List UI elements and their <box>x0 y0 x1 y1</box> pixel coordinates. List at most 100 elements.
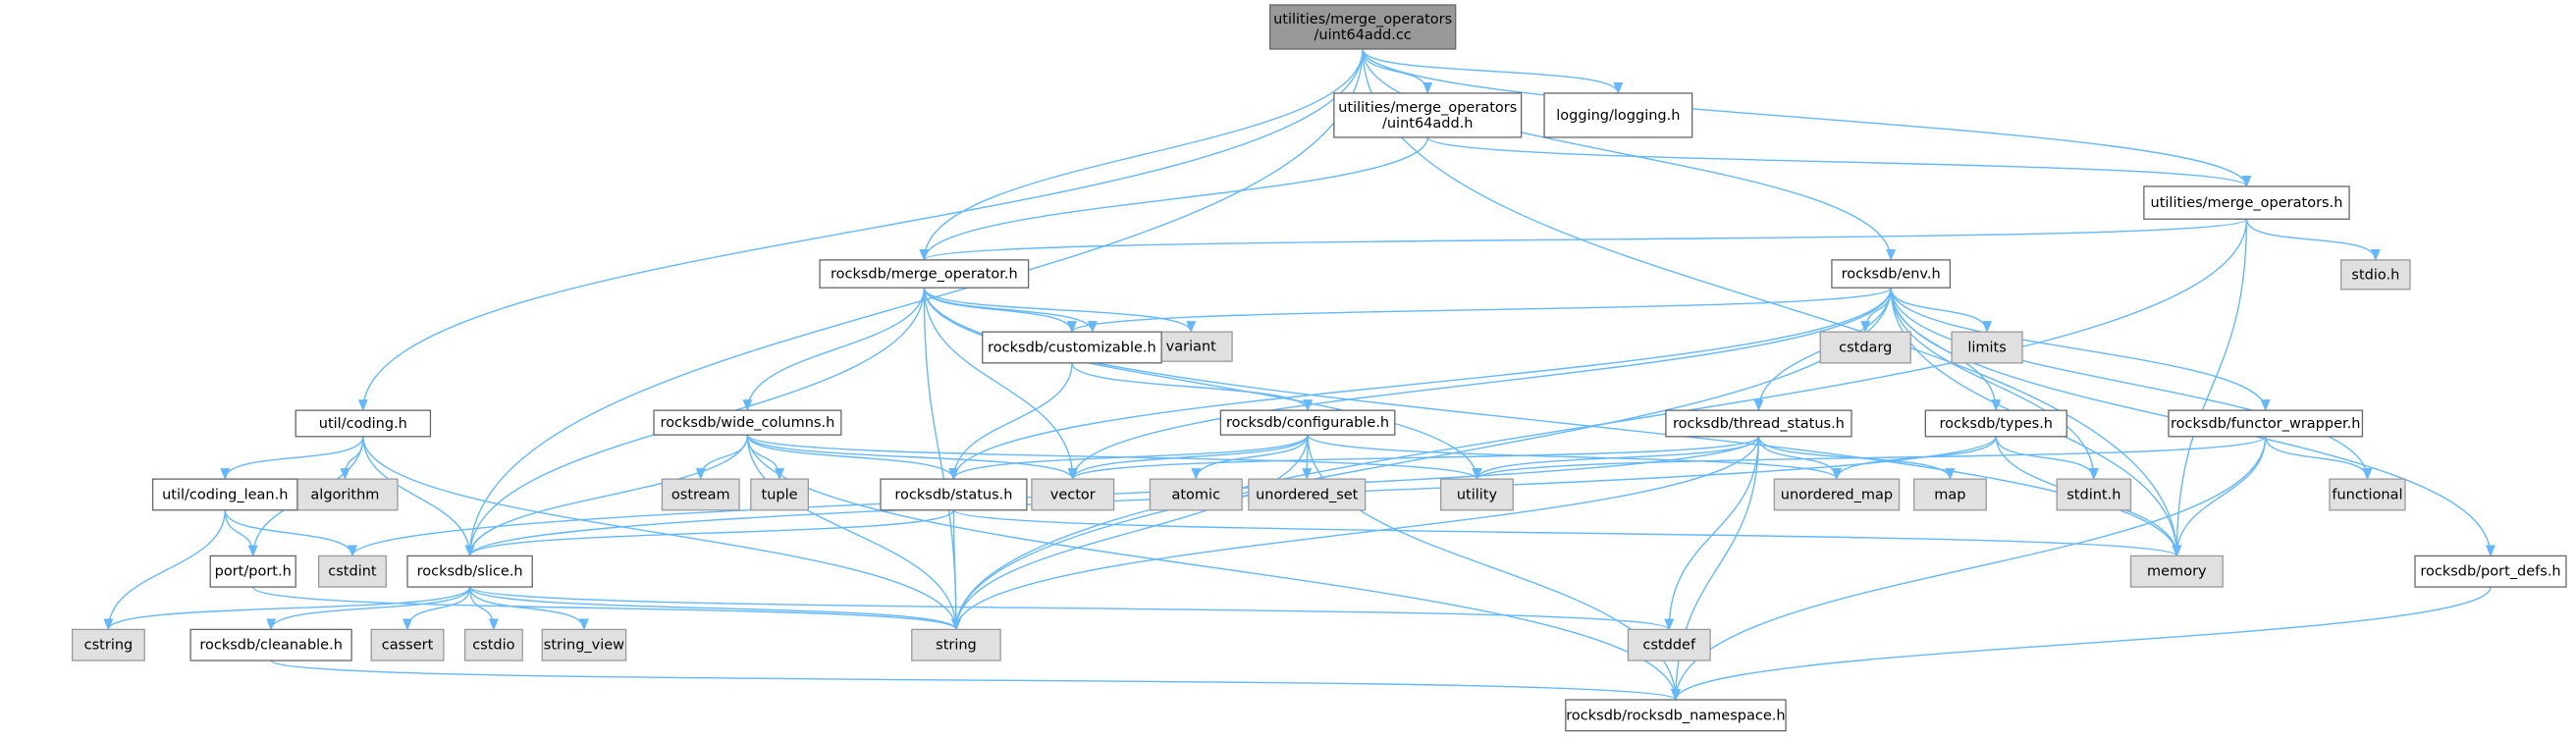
node-label: unordered_map <box>1781 487 1893 502</box>
node-label: stdio.h <box>2351 267 2399 283</box>
node-logging-h[interactable]: logging/logging.h <box>1543 92 1693 138</box>
edge-wide_columns_h-to-vector <box>746 434 1078 481</box>
node-box <box>880 478 1028 511</box>
edge-merge_operator_h-to-vector <box>923 288 1078 481</box>
node-cleanable-h[interactable]: rocksdb/cleanable.h <box>189 628 352 661</box>
node-ostream[interactable]: ostream <box>661 478 740 511</box>
node-map[interactable]: map <box>1912 478 1987 511</box>
node-thread-status-h[interactable]: rocksdb/thread_status.h <box>1665 409 1852 438</box>
node-label: cstring <box>84 638 134 654</box>
node-stdio-h[interactable]: stdio.h <box>2340 259 2411 290</box>
edge-merge_operators_h-to-stdio_h <box>2245 219 2381 261</box>
edge-env_h-to-functor_wrapper_h <box>1890 288 2271 412</box>
node-cstdio[interactable]: cstdio <box>463 628 523 661</box>
node-uint64add-h[interactable]: utilities/merge_operators/uint64add.h <box>1333 92 1523 138</box>
node-box <box>2168 409 2364 438</box>
node-atomic[interactable]: atomic <box>1149 478 1243 511</box>
node-box <box>2340 259 2411 290</box>
node-label: tuple <box>762 487 798 502</box>
edge-merge_operators_h-to-merge_operator_h <box>919 218 2248 261</box>
node-box <box>406 554 533 588</box>
node-box <box>370 628 445 661</box>
node-label: stdint.h <box>2066 487 2120 502</box>
node-functor-wrapper-h[interactable]: rocksdb/functor_wrapper.h <box>2168 409 2364 438</box>
node-coding-lean-h[interactable]: util/coding_lean.h <box>151 478 298 511</box>
node-label: unordered_set <box>1256 487 1359 502</box>
node-box <box>1149 478 1243 511</box>
edge-coding_lean_h-to-cstdint <box>224 509 357 557</box>
node-limits[interactable]: limits <box>1951 331 2023 364</box>
edge-thread_status_h-to-cstddef <box>1664 436 1760 631</box>
node-cstdarg[interactable]: cstdarg <box>1819 331 1911 364</box>
node-box <box>1543 92 1693 138</box>
node-memory[interactable]: memory <box>2129 554 2224 588</box>
node-configurable-h[interactable]: rocksdb/configurable.h <box>1219 409 1396 436</box>
edge-configurable_h-to-atomic <box>1191 435 1309 481</box>
node-box <box>295 409 432 438</box>
node-rocksdb-namespace-h[interactable]: rocksdb/rocksdb_namespace.h <box>1565 699 1787 732</box>
node-port-defs-h[interactable]: rocksdb/port_defs.h <box>2414 554 2567 588</box>
node-cstdint[interactable]: cstdint <box>318 554 387 588</box>
node-label: rocksdb/env.h <box>1842 267 1941 283</box>
node-label: memory <box>2147 564 2207 580</box>
node-label: map <box>1934 487 1965 502</box>
edge-wide_columns_h-to-slice_h <box>464 435 749 557</box>
edge-coding_h-to-slice_h <box>362 436 475 557</box>
edge-wide_columns_h-to-ostream <box>695 435 749 481</box>
edge-root-to-merge_operator_h <box>919 48 1364 261</box>
node-stdint-h[interactable]: stdint.h <box>2056 478 2132 511</box>
node-port-h[interactable]: port/port.h <box>209 554 296 588</box>
node-tuple[interactable]: tuple <box>750 478 809 511</box>
node-box <box>292 478 399 511</box>
edge-configurable_h-to-string <box>950 435 1309 631</box>
node-status-h[interactable]: rocksdb/status.h <box>880 478 1028 511</box>
node-box <box>1819 331 1911 364</box>
edge-wide_columns_h-to-status_h <box>746 434 959 481</box>
nodes-layer: utilities/merge_operators/uint64add.ccut… <box>71 4 2567 732</box>
node-coding-h[interactable]: util/coding.h <box>295 409 432 438</box>
edge-env_h-to-status_h <box>948 288 1892 481</box>
node-merge-operators-h[interactable]: utilities/merge_operators.h <box>2143 185 2350 220</box>
edge-merge_operator_h-to-wide_columns_h <box>742 288 926 412</box>
node-string[interactable]: string <box>911 628 1001 661</box>
edge-root-to-slice_h <box>464 48 1364 557</box>
node-cassert[interactable]: cassert <box>370 628 445 661</box>
node-label: /uint64add.h <box>1382 116 1474 132</box>
node-label: cstdio <box>472 638 514 654</box>
node-string-view[interactable]: string_view <box>541 628 627 661</box>
node-slice-h[interactable]: rocksdb/slice.h <box>406 554 533 588</box>
node-customizable-h[interactable]: rocksdb/customizable.h <box>982 331 1162 364</box>
edge-slice_h-to-string_view <box>468 586 589 631</box>
edge-root-to-logging_h <box>1362 48 1624 94</box>
node-env-h[interactable]: rocksdb/env.h <box>1831 259 1952 289</box>
node-merge-operator-h[interactable]: rocksdb/merge_operator.h <box>819 259 1030 289</box>
node-algorithm[interactable]: algorithm <box>292 478 399 511</box>
node-cstring[interactable]: cstring <box>71 628 145 661</box>
edge-env_h-to-vector <box>1067 288 1892 481</box>
node-box <box>661 478 740 511</box>
node-unordered-set[interactable]: unordered_set <box>1248 478 1367 511</box>
node-wide-columns-h[interactable]: rocksdb/wide_columns.h <box>653 409 842 436</box>
node-label: rocksdb/types.h <box>1940 416 2053 432</box>
edge-customizable_h-to-status_h <box>948 362 1073 481</box>
node-vector[interactable]: vector <box>1031 478 1115 511</box>
node-label: cstdint <box>328 564 377 580</box>
node-box <box>1627 628 1711 661</box>
node-label: atomic <box>1171 487 1220 502</box>
node-box <box>71 628 145 661</box>
edge-functor_wrapper_h-to-utility <box>1472 436 2267 481</box>
node-label: functional <box>2332 487 2402 502</box>
node-types-h[interactable]: rocksdb/types.h <box>1924 409 2067 438</box>
node-label: cstdarg <box>1839 341 1892 356</box>
edge-slice_h-to-cassert <box>402 587 471 631</box>
node-variant[interactable]: variant <box>1149 331 1233 362</box>
node-cstddef[interactable]: cstddef <box>1627 628 1711 661</box>
edge-slice_h-to-cleanable_h <box>266 586 471 631</box>
node-label: string_view <box>544 638 624 654</box>
edge-thread_status_h-to-string <box>951 436 1760 631</box>
edge-slice_h-to-string <box>468 586 961 631</box>
node-utility[interactable]: utility <box>1439 478 1514 511</box>
node-functional[interactable]: functional <box>2329 478 2406 511</box>
node-unordered-map[interactable]: unordered_map <box>1773 478 1901 511</box>
